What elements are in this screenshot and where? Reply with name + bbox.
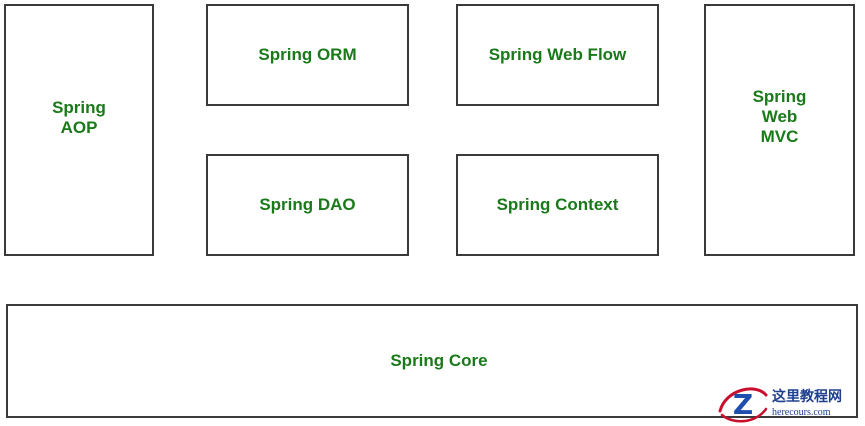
watermark-site-name: 这里教程网 (772, 388, 842, 405)
module-box-spring-dao: Spring DAO (206, 154, 409, 256)
module-label-spring-web-flow: Spring Web Flow (488, 45, 627, 64)
module-label-spring-orm: Spring ORM (258, 45, 357, 64)
watermark-logo-letter: Z (733, 388, 753, 421)
module-label-spring-core: Spring Core (390, 351, 488, 370)
watermark-logo-icon: Z (718, 387, 768, 423)
module-label-spring-web-mvc: Spring Web MVC (752, 87, 807, 146)
module-box-spring-aop: Spring AOP (4, 4, 154, 256)
module-label-spring-context: Spring Context (496, 195, 619, 214)
module-label-spring-dao: Spring DAO (259, 195, 356, 214)
module-box-spring-web-flow: Spring Web Flow (456, 4, 659, 106)
module-box-spring-core: Spring Core (6, 304, 858, 418)
module-label-spring-aop: Spring AOP (52, 98, 106, 137)
watermark: Z 这里教程网 herecours.com (716, 380, 864, 426)
module-box-spring-context: Spring Context (456, 154, 659, 256)
module-box-spring-orm: Spring ORM (206, 4, 409, 106)
module-box-spring-web-mvc: Spring Web MVC (704, 4, 855, 256)
watermark-site-url: herecours.com (772, 406, 831, 418)
